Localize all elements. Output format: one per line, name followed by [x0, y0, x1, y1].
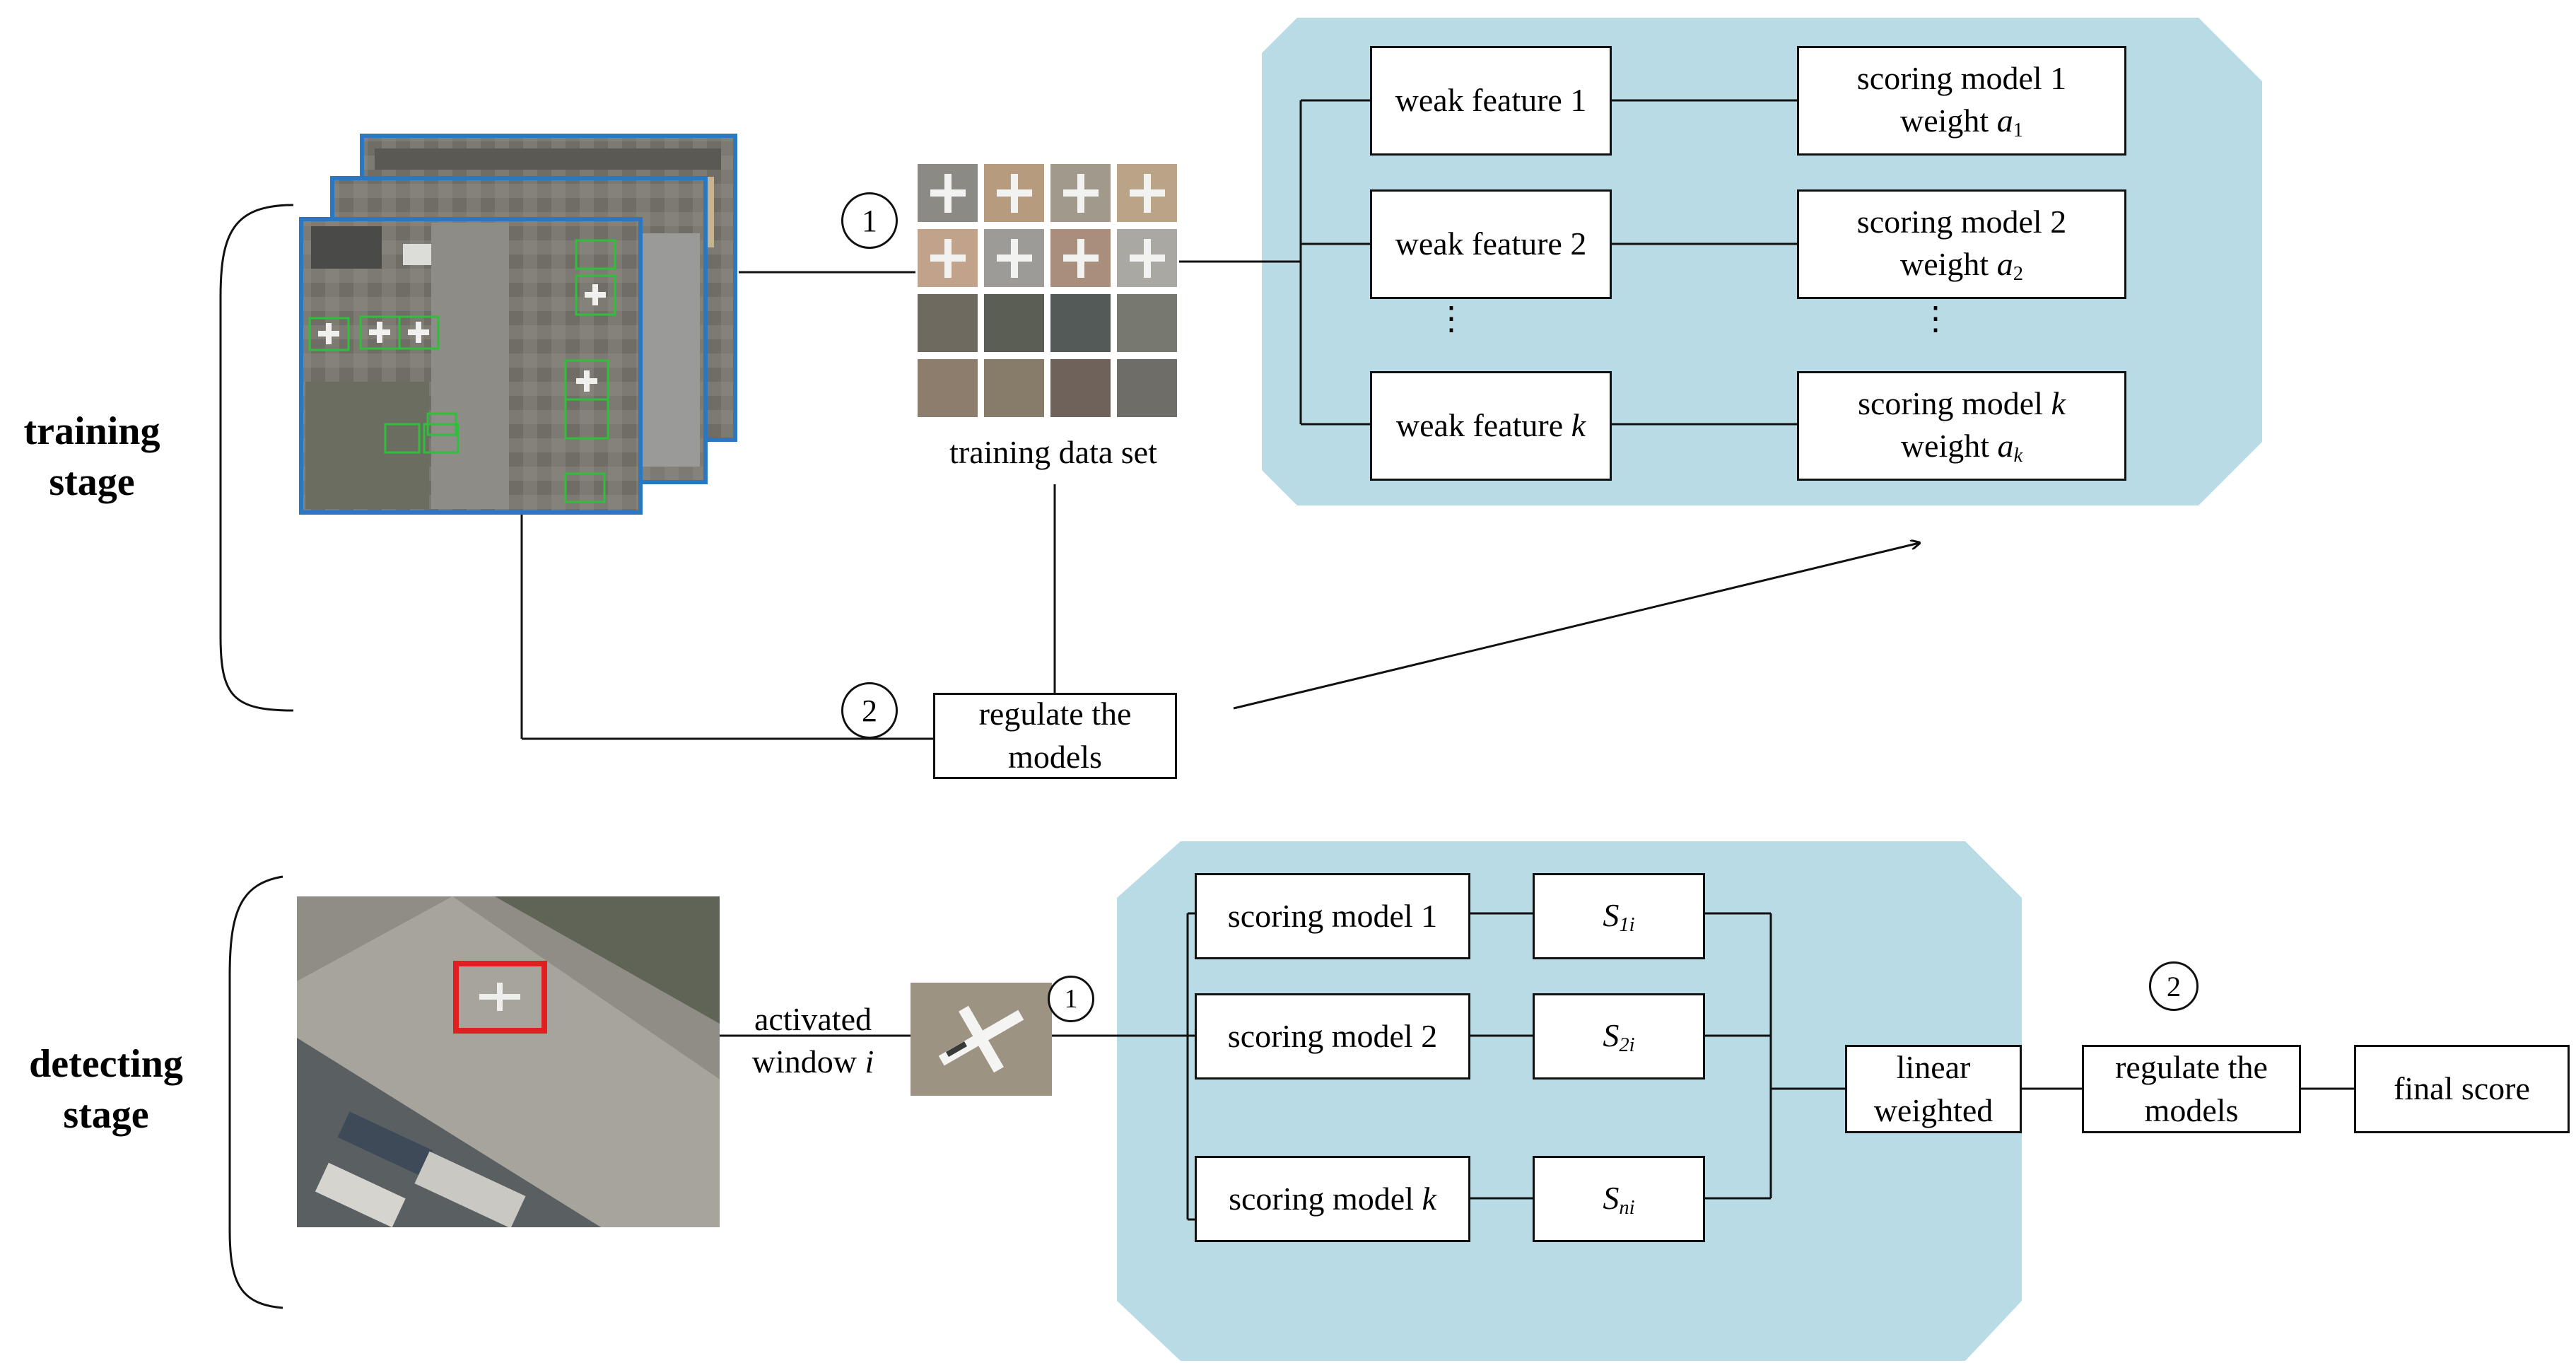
- training-regulate-box: regulate the models: [933, 693, 1177, 779]
- training-scoring-model-1-box: scoring model 1 weight a1: [1797, 46, 2126, 156]
- training-brace: [219, 204, 294, 712]
- training-scoring-model-2-box: scoring model 2 weight a2: [1797, 189, 2126, 299]
- training-scoring-model-k-box: scoring model k weight ak: [1797, 371, 2126, 481]
- activated-line1: activated: [754, 1001, 872, 1037]
- training-scoring-model-1-title: scoring model 1: [1856, 59, 2067, 96]
- detecting-step-1-marker: 1: [1048, 976, 1094, 1022]
- activated-window-crop: [911, 983, 1052, 1096]
- training-label-line2: stage: [49, 460, 135, 504]
- weak-feature-1-label: weak feature 1: [1395, 82, 1587, 119]
- detecting-brace: [228, 875, 283, 1309]
- score-s2i-box: S2i: [1533, 993, 1705, 1080]
- linear-weighted-box: linear weighted: [1845, 1045, 2022, 1133]
- detecting-step-2-marker: 2: [2149, 961, 2199, 1011]
- detecting-regulate-line1: regulate the: [2115, 1048, 2268, 1085]
- training-stage-label: training stage: [7, 406, 177, 508]
- detecting-label-line2: stage: [63, 1092, 149, 1137]
- detect-scoring-model-1-box: scoring model 1: [1195, 873, 1470, 959]
- detect-scoring-model-k-box: scoring model k: [1195, 1156, 1470, 1242]
- weak-feature-k-box: weak feature k: [1370, 371, 1612, 481]
- detect-scoring-model-2-label: scoring model 2: [1227, 1017, 1438, 1054]
- training-image-stack: [299, 134, 737, 515]
- score-s2i-label: S2i: [1603, 1017, 1635, 1056]
- training-scoring-model-2-title: scoring model 2: [1856, 203, 2067, 240]
- score-s1i-box: S1i: [1533, 873, 1705, 959]
- score-s1i-label: S1i: [1603, 896, 1635, 936]
- training-dataset-caption: training data set: [949, 434, 1157, 470]
- training-scoring-model-1-weight: weight a1: [1900, 103, 2023, 142]
- final-score-box: final score: [2354, 1045, 2570, 1133]
- scoring-model-ellipsis: ⋮: [1919, 300, 1952, 337]
- dataset-thumbnails: [918, 164, 1177, 417]
- training-step-1-marker: 1: [841, 192, 898, 249]
- activated-window-caption: activated window i: [714, 998, 912, 1083]
- detecting-aerial-image: [297, 896, 720, 1227]
- training-label-line1: training: [23, 409, 160, 453]
- detect-scoring-model-1-label: scoring model 1: [1227, 897, 1438, 934]
- linear-weighted-line1: linear: [1896, 1048, 1971, 1085]
- weak-feature-k-label: weak feature k: [1395, 407, 1586, 444]
- training-regulate-line2: models: [1008, 739, 1102, 775]
- activated-line2: window i: [751, 1043, 874, 1080]
- final-score-label: final score: [2394, 1070, 2530, 1107]
- linear-weighted-line2: weighted: [1873, 1092, 1994, 1128]
- weak-feature-1-box: weak feature 1: [1370, 46, 1612, 156]
- score-sni-box: Sni: [1533, 1156, 1705, 1242]
- detect-scoring-model-k-label: scoring model k: [1229, 1180, 1436, 1217]
- weak-feature-ellipsis: ⋮: [1435, 300, 1468, 337]
- training-dataset-grid: [918, 164, 1177, 417]
- activated-window-box: [453, 961, 547, 1034]
- detecting-label-line1: detecting: [29, 1042, 183, 1086]
- dataset-airplanes: [930, 174, 1165, 278]
- detecting-stage-label: detecting stage: [14, 1039, 198, 1140]
- detecting-regulate-box: regulate the models: [2082, 1045, 2301, 1133]
- score-sni-label: Sni: [1603, 1179, 1635, 1219]
- weak-feature-2-label: weak feature 2: [1395, 226, 1587, 262]
- detecting-regulate-line2: models: [2144, 1092, 2239, 1128]
- training-scoring-model-k-weight: weight ak: [1900, 428, 2023, 467]
- training-scoring-model-2-weight: weight a2: [1900, 246, 2023, 286]
- training-scoring-model-k-title: scoring model k: [1858, 385, 2066, 421]
- training-step-2-marker: 2: [841, 682, 898, 739]
- weak-feature-2-box: weak feature 2: [1370, 189, 1612, 299]
- detect-scoring-model-2-box: scoring model 2: [1195, 993, 1470, 1080]
- training-regulate-line1: regulate the: [978, 696, 1132, 732]
